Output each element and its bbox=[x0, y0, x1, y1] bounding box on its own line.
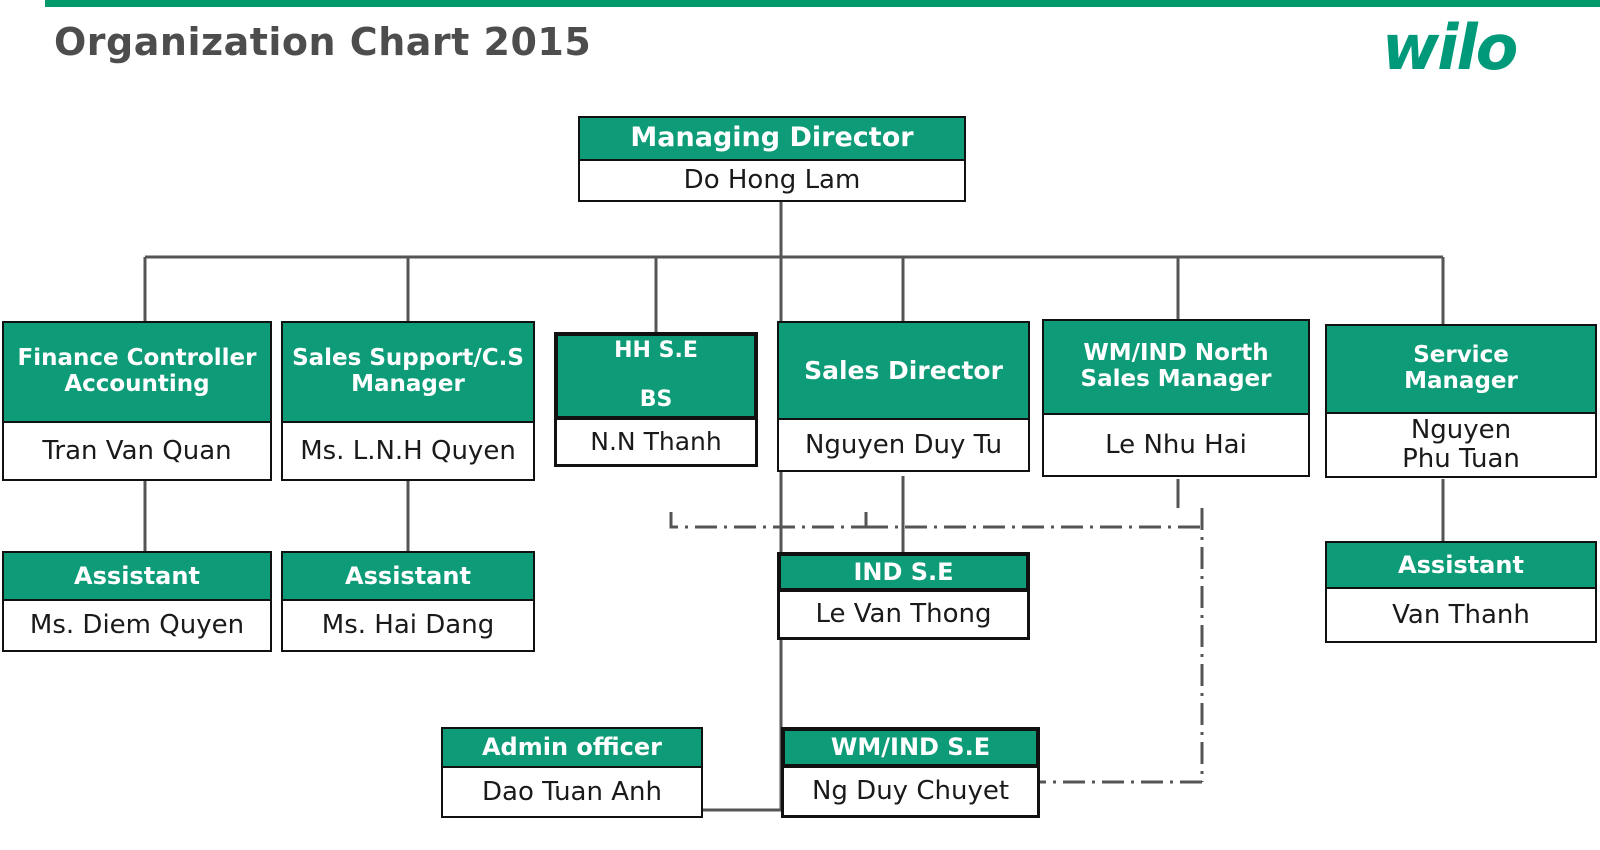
node-assistant-van-thanh[interactable]: Assistant Van Thanh bbox=[1325, 541, 1597, 643]
page-title: Organization Chart 2015 bbox=[54, 20, 592, 64]
wilo-logo: wilo bbox=[1382, 11, 1518, 84]
node-title: Assistant bbox=[1325, 541, 1597, 589]
node-hh-se[interactable]: HH S.E BS N.N Thanh bbox=[554, 332, 758, 467]
node-finance-controller[interactable]: Finance Controller Accounting Tran Van Q… bbox=[2, 321, 272, 481]
node-person-name: N.N Thanh bbox=[554, 420, 758, 467]
node-person-name: Tran Van Quan bbox=[2, 423, 272, 481]
node-title: Assistant bbox=[281, 551, 535, 601]
node-sales-support-manager[interactable]: Sales Support/C.S Manager Ms. L.N.H Quye… bbox=[281, 321, 535, 481]
edge-hhse-dashdot-left bbox=[669, 512, 866, 529]
node-wm-ind-north-sales-manager[interactable]: WM/IND North Sales Manager Le Nhu Hai bbox=[1042, 319, 1310, 477]
node-title: WM/IND S.E bbox=[781, 727, 1040, 768]
node-person-name: Le Nhu Hai bbox=[1042, 415, 1310, 477]
node-title: HH S.E BS bbox=[554, 332, 758, 420]
node-managing-director[interactable]: Managing Director Do Hong Lam bbox=[578, 116, 966, 202]
node-title: Assistant bbox=[2, 551, 272, 601]
node-person-name: Ms. L.N.H Quyen bbox=[281, 423, 535, 481]
node-person-name: Ms. Diem Quyen bbox=[2, 601, 272, 652]
node-person-name: Le Van Thong bbox=[777, 592, 1030, 640]
node-title: Service Manager bbox=[1325, 324, 1597, 414]
node-sales-director[interactable]: Sales Director Nguyen Duy Tu bbox=[777, 321, 1030, 472]
node-title: IND S.E bbox=[777, 552, 1030, 592]
node-title: Managing Director bbox=[578, 116, 966, 161]
node-person-name: Do Hong Lam bbox=[578, 161, 966, 202]
node-title: Admin officer bbox=[441, 727, 703, 768]
node-admin-officer[interactable]: Admin officer Dao Tuan Anh bbox=[441, 727, 703, 818]
node-ind-se[interactable]: IND S.E Le Van Thong bbox=[777, 552, 1030, 640]
node-person-name: Van Thanh bbox=[1325, 589, 1597, 643]
node-person-name: Ms. Hai Dang bbox=[281, 601, 535, 652]
node-person-name: Nguyen Phu Tuan bbox=[1325, 414, 1597, 478]
node-assistant-hai-dang[interactable]: Assistant Ms. Hai Dang bbox=[281, 551, 535, 652]
node-title: Sales Director bbox=[777, 321, 1030, 420]
node-title: WM/IND North Sales Manager bbox=[1042, 319, 1310, 415]
node-title: Finance Controller Accounting bbox=[2, 321, 272, 423]
node-title: Sales Support/C.S Manager bbox=[281, 321, 535, 423]
node-service-manager[interactable]: Service Manager Nguyen Phu Tuan bbox=[1325, 324, 1597, 478]
top-accent-bar bbox=[45, 0, 1600, 7]
node-person-name: Nguyen Duy Tu bbox=[777, 420, 1030, 472]
node-person-name: Ng Duy Chuyet bbox=[781, 768, 1040, 818]
node-wm-ind-se[interactable]: WM/IND S.E Ng Duy Chuyet bbox=[781, 727, 1040, 818]
node-assistant-diem-quyen[interactable]: Assistant Ms. Diem Quyen bbox=[2, 551, 272, 652]
node-person-name: Dao Tuan Anh bbox=[441, 768, 703, 818]
